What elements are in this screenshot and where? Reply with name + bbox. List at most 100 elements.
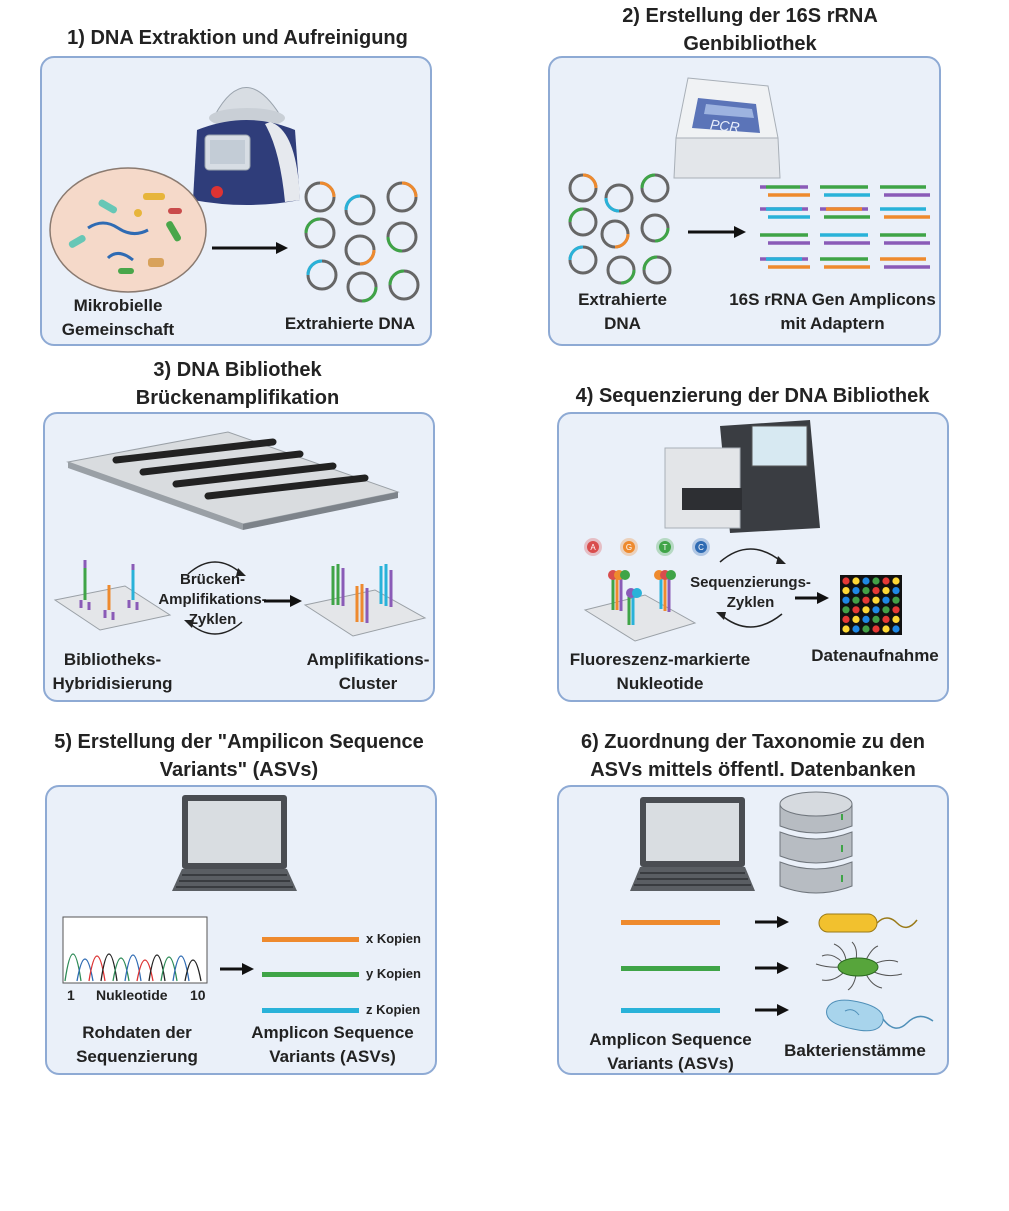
database-icon xyxy=(779,791,853,894)
sequencing-slide-icon xyxy=(583,570,697,642)
fluorescence-dot xyxy=(852,615,860,623)
community-label: Mikrobielle Gemeinschaft xyxy=(48,294,188,342)
flagellated-bacterium-icon xyxy=(815,941,903,991)
fluorescence-dot xyxy=(852,577,860,585)
asv-label-2-line1: Amplicon Sequence xyxy=(589,1030,752,1049)
fluorescence-dot xyxy=(842,596,850,604)
nucleotides-label: Fluoreszenz-markierte Nukleotide xyxy=(560,648,760,696)
asv-copies-y: y Kopien xyxy=(366,966,421,981)
asv-label-2: Amplicon Sequence Variants (ASVs) xyxy=(578,1028,763,1076)
sequencing-cycle-label-line1: Sequenzierungs- xyxy=(690,574,811,591)
extracted-dna-label-2: Extrahierte DNA xyxy=(560,288,685,336)
asv-bar-blue xyxy=(262,1008,359,1013)
fluorescence-dot xyxy=(842,577,850,585)
panel-4-title: 4) Sequenzierung der DNA Bibliothek xyxy=(575,385,930,407)
asv-label-line2: Variants (ASVs) xyxy=(269,1047,396,1066)
asv-copies-z: z Kopien xyxy=(366,1002,421,1017)
panel-6-title-line2: ASVs mittels öffentl. Datenbanken xyxy=(590,759,916,781)
fluorescence-dot xyxy=(862,587,870,595)
bridge-cycle-label-line2: Amplifikations- xyxy=(158,591,267,608)
sequencing-cycle-label: Sequenzierungs- Zyklen xyxy=(683,573,818,613)
community-label-line2: Gemeinschaft xyxy=(61,320,175,339)
fluorescence-dot xyxy=(852,606,860,614)
fluorescence-dot xyxy=(872,587,880,595)
laptop-icon xyxy=(172,795,297,891)
base-letter: T xyxy=(663,543,668,552)
panel-2-title-line1: 2) Erstellung der 16S rRNA xyxy=(622,5,878,27)
asv-copies-x: x Kopien xyxy=(366,931,421,946)
hybridization-slide-icon xyxy=(53,560,172,631)
bridge-cycle-label: Brücken- Amplifikations- Zyklen xyxy=(150,570,275,630)
fluorescence-dot xyxy=(862,625,870,633)
nucleotides-label-line2: Nukleotide xyxy=(616,674,704,693)
fluorescence-dot xyxy=(862,596,870,604)
fluorescence-dot xyxy=(852,625,860,633)
fluorescence-dot xyxy=(862,615,870,623)
cluster-label-line1: Amplifikations- xyxy=(306,650,430,669)
cluster-label-line2: Cluster xyxy=(338,674,398,693)
chromatogram-icon xyxy=(62,916,208,984)
cluster-label: Amplifikations- Cluster xyxy=(298,648,438,696)
asv-label-2-line2: Variants (ASVs) xyxy=(607,1054,734,1073)
fluorescence-dot xyxy=(892,587,900,595)
dna-plasmids-icon-2 xyxy=(568,173,672,285)
panel-3-title-line1: 3) DNA Bibliothek xyxy=(153,359,322,381)
microbial-community-icon xyxy=(49,167,207,293)
curved-bacterium-icon xyxy=(826,999,934,1032)
rod-bacterium-icon xyxy=(818,913,918,933)
asv-bar-orange xyxy=(262,937,359,942)
fluorescence-dot xyxy=(882,625,890,633)
hybridization-label: Bibliotheks- Hybridisierung xyxy=(45,648,180,696)
cluster-slide-icon xyxy=(303,564,427,637)
amplicons-icon xyxy=(760,185,930,269)
fluorescence-dot xyxy=(852,587,860,595)
amplicons-label: 16S rRNA Gen Amplicons mit Adaptern xyxy=(720,288,945,336)
base-letter: C xyxy=(698,543,704,552)
taxonomy-bar-green xyxy=(621,966,720,971)
asv-label-line1: Amplicon Sequence xyxy=(251,1023,414,1042)
panel-5-title-line1: 5) Erstellung der "Ampilicon Sequence xyxy=(54,731,424,753)
sequencer-icon xyxy=(664,420,820,533)
amplicons-label-line1: 16S rRNA Gen Amplicons xyxy=(729,290,936,309)
hybridization-label-line2: Hybridisierung xyxy=(52,674,173,693)
raw-data-label: Rohdaten der Sequenzierung xyxy=(62,1021,212,1069)
panel-6-title: 6) Zuordnung der Taxonomie zu den ASVs m… xyxy=(548,728,958,784)
community-label-line1: Mikrobielle xyxy=(73,296,163,315)
laptop-icon-2 xyxy=(630,797,755,891)
base-circle xyxy=(587,541,599,553)
fluorescence-dot xyxy=(862,606,870,614)
axis-start-label: 1 xyxy=(67,987,75,1003)
amplicons-label-line2: mit Adaptern xyxy=(780,314,885,333)
axis-end-label: 10 xyxy=(190,987,206,1003)
fluorescence-dot xyxy=(862,577,870,585)
asv-label: Amplicon Sequence Variants (ASVs) xyxy=(240,1021,425,1069)
base-letter: A xyxy=(590,543,596,552)
pcr-machine-icon: PCR xyxy=(673,77,781,179)
fluorescence-dot xyxy=(872,615,880,623)
fluorescence-dot xyxy=(892,625,900,633)
extracted-dna-label-2-line1: Extrahierte xyxy=(578,290,667,309)
raw-data-label-line1: Rohdaten der xyxy=(82,1023,192,1042)
panel-3-title-line2: Brückenamplifikation xyxy=(135,387,340,409)
fluorescence-dot xyxy=(882,587,890,595)
bridge-cycle-label-line1: Brücken- xyxy=(179,571,246,588)
fluorescence-dot xyxy=(892,606,900,614)
extraction-device-icon xyxy=(193,87,300,205)
fluorescence-dot xyxy=(872,577,880,585)
strains-label: Bakterienstämme xyxy=(784,1041,926,1060)
pcr-text: PCR xyxy=(709,116,740,135)
base-circle xyxy=(659,541,671,553)
nucleotides-label-line1: Fluoreszenz-markierte xyxy=(569,650,751,669)
fluorescence-dot xyxy=(852,596,860,604)
panel-3-title: 3) DNA Bibliothek Brückenamplifikation xyxy=(40,356,435,412)
panel-1-title: 1) DNA Extraktion und Aufreinigung xyxy=(67,27,408,49)
data-acquisition-grid-icon xyxy=(840,575,902,635)
base-circle xyxy=(623,541,635,553)
fluorescence-dot xyxy=(892,577,900,585)
sequencing-cycle-label-line2: Zyklen xyxy=(726,594,775,611)
panel-2-title-line2: Genbibliothek xyxy=(683,33,817,55)
panel-5-title-line2: Variants" (ASVs) xyxy=(159,759,319,781)
fluorescence-dot xyxy=(872,625,880,633)
fluorescence-dot xyxy=(872,606,880,614)
